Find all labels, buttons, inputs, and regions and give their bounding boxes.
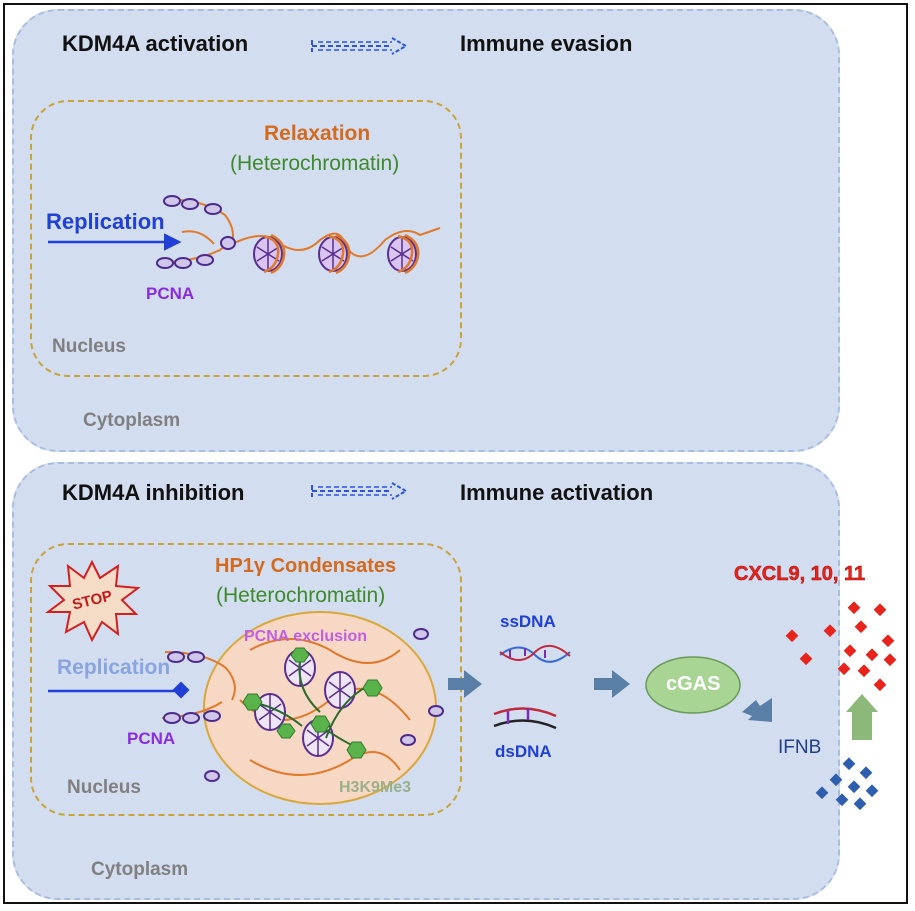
immune-activation-label: Immune activation [460, 480, 654, 505]
ssdna-icon [499, 645, 571, 663]
top-panel [12, 9, 840, 452]
dsdna-icon [493, 707, 557, 730]
cgas-label: cGAS [666, 673, 721, 695]
dna-to-cgas-arrow [594, 670, 630, 698]
immune-evasion-label: Immune evasion [460, 31, 633, 56]
hp1-markers [242, 647, 383, 759]
nucleus-to-dna-arrow [448, 670, 482, 698]
cxcl-label: CXCL9, 10, 11 [734, 563, 866, 586]
bottom-pcna-label: PCNA [127, 729, 176, 748]
cgas-node [645, 656, 741, 714]
ifnb-diamonds [815, 757, 879, 811]
cxcl-diamonds [785, 601, 897, 692]
bottom-dashed-arrow [311, 482, 409, 500]
top-pcna-label: PCNA [146, 284, 195, 303]
top-nucleus-label: Nucleus [52, 336, 126, 357]
bottom-replication-label: Replication [57, 656, 171, 679]
replication-block-icon [172, 681, 190, 699]
bottom-cytoplasm-label: Cytoplasm [91, 859, 189, 880]
bottom-pcna-rings [163, 628, 444, 782]
relaxation-label: Relaxation [264, 122, 371, 145]
dsdna-label: dsDNA [495, 742, 552, 761]
ssdna-label: ssDNA [500, 612, 556, 631]
top-nucleosomes [253, 233, 420, 275]
top-pcna-rings [156, 195, 236, 269]
ifnb-label: IFNB [778, 737, 822, 758]
pcna-exclusion-label: PCNA exclusion [244, 628, 367, 645]
cgas-to-ifnb-arrow [742, 698, 772, 722]
bottom-nucleus-label: Nucleus [67, 777, 141, 798]
kdm4a-inhibition-label: KDM4A inhibition [62, 480, 245, 505]
hp1-condensates-label: HP1γ Condensates [215, 555, 397, 577]
bottom-heterochromatin-label: (Heterochromatin) [216, 584, 386, 607]
top-cytoplasm-label: Cytoplasm [83, 410, 181, 431]
stop-burst-icon [45, 559, 141, 643]
top-heterochromatin-label: (Heterochromatin) [230, 152, 400, 175]
top-dashed-arrow [311, 37, 409, 55]
ifnb-to-cxcl-arrow [846, 694, 878, 740]
h3k9me3-label: H3K9Me3 [339, 779, 412, 796]
top-replication-label: Replication [46, 209, 165, 234]
kdm4a-activation-label: KDM4A activation [62, 31, 249, 56]
top-nucleus [30, 100, 462, 377]
